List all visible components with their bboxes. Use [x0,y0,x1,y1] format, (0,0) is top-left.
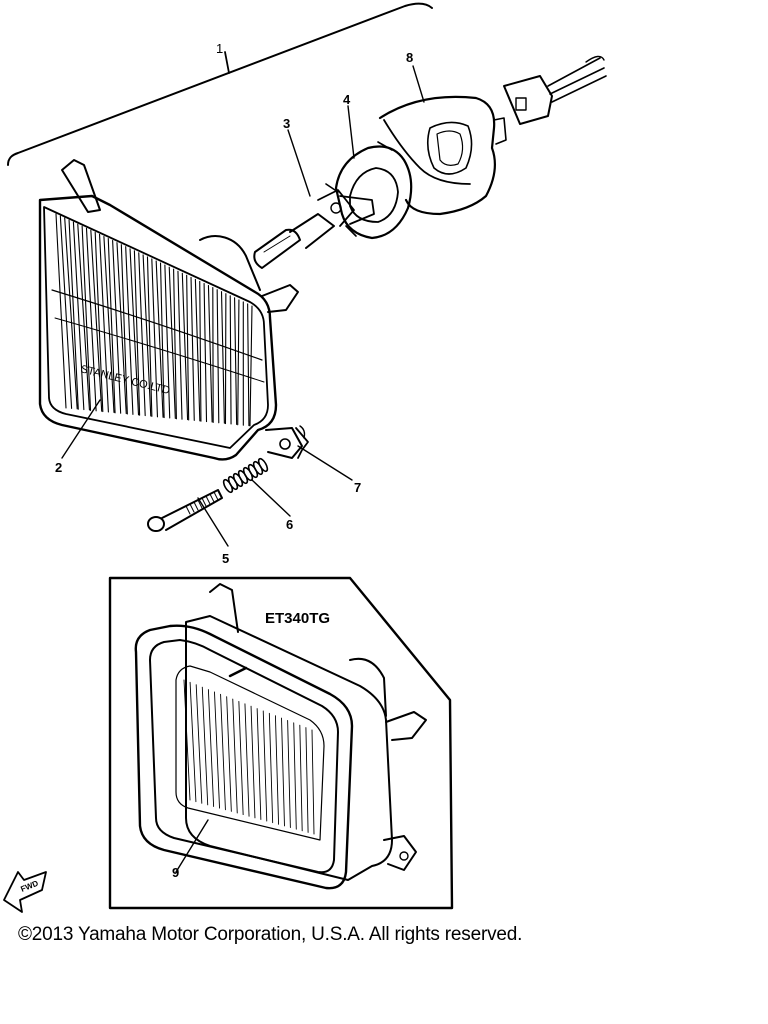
leader-lines [61,65,425,873]
copyright-notice: ©2013 Yamaha Motor Corporation, U.S.A. A… [18,924,523,945]
socket-cover [378,95,507,216]
callout-3: 3 [283,116,291,131]
callout-4: 4 [343,92,351,107]
callout-5: 5 [222,551,230,566]
forward-direction-icon: FWD [3,871,47,913]
callout-1: 1 [216,41,224,56]
callout-8: 8 [406,50,414,65]
inset-frame [108,576,454,910]
callout-2: 2 [55,460,63,475]
inset-headlight [134,583,427,890]
spring [222,457,269,494]
wire-connector [503,55,607,125]
callout-9: 9 [172,865,180,880]
callout-6: 6 [286,517,294,532]
clip [295,425,309,459]
headlight-unit: STANLEY CO.LTD [38,159,303,461]
retaining-ring [334,141,413,240]
assembly-bracket [7,2,433,166]
model-label: ET340TG [265,610,331,627]
halogen-bulb [253,183,375,269]
callout-7: 7 [354,480,362,495]
adjusting-screw [147,489,223,532]
